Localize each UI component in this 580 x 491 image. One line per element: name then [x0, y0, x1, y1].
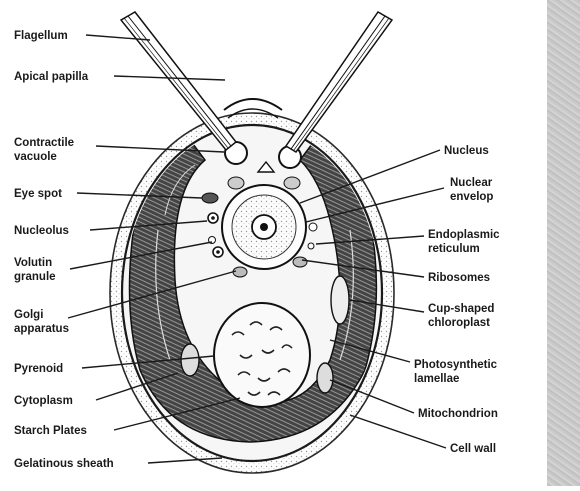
label-nucleus: Nucleus — [444, 145, 489, 157]
label-pyrenoid: Pyrenoid — [14, 363, 63, 375]
nucleus-shape — [222, 185, 306, 269]
label-cytoplasm: Cytoplasm — [14, 395, 73, 407]
label-gelatinous-sheath: Gelatinous sheath — [14, 458, 114, 470]
label-nucleolus: Nucleolus — [14, 225, 69, 237]
label-mitochondrion: Mitochondrion — [418, 408, 498, 420]
side-texture-strip — [547, 0, 580, 486]
label-flagellum: Flagellum — [14, 30, 68, 42]
label-ribosomes: Ribosomes — [428, 272, 490, 284]
label-cell-wall: Cell wall — [450, 443, 496, 455]
label-eye-spot: Eye spot — [14, 188, 62, 200]
pyrenoid-shape — [214, 303, 310, 407]
label-starch-plates: Starch Plates — [14, 425, 87, 437]
label-apical-papilla: Apical papilla — [14, 71, 89, 83]
